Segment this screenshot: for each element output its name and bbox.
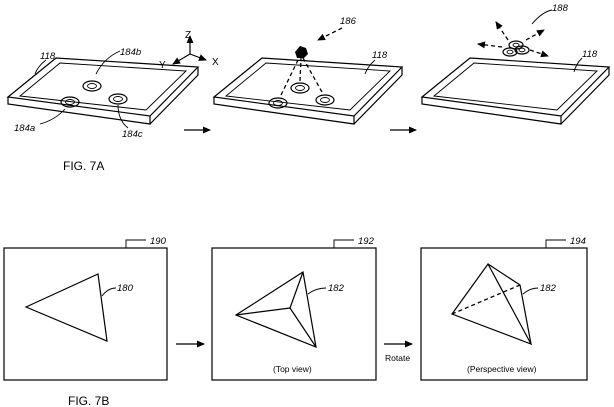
- ref-186: 186: [340, 16, 357, 27]
- scatter-arrow-left: [478, 44, 502, 47]
- scatter-arrow-upleft: [496, 22, 508, 40]
- ref-192: 192: [358, 236, 375, 247]
- panel-190: [4, 248, 167, 380]
- leader-118-b: [365, 60, 375, 74]
- fig-7a-caption: FIG. 7A: [63, 159, 104, 173]
- axis-x-label: X: [212, 57, 219, 68]
- tablet-3: [422, 58, 609, 124]
- ref-118-a: 118: [40, 51, 56, 62]
- leader-184c: [118, 105, 128, 128]
- ref-194: 194: [570, 236, 586, 247]
- leader-194: [546, 240, 566, 248]
- marker-lifted-3: [316, 95, 334, 105]
- ref-182-a: 182: [328, 283, 345, 294]
- leader-184b: [96, 51, 120, 74]
- rotate-label: Rotate: [385, 353, 410, 363]
- ref-184a: 184a: [14, 123, 35, 134]
- ref-188: 188: [552, 3, 569, 14]
- ref-184c: 184c: [122, 129, 143, 140]
- fig-7b-caption: FIG. 7B: [68, 394, 109, 407]
- ref-180: 180: [117, 283, 134, 294]
- axis-y-label: Y: [159, 60, 166, 71]
- ref-190: 190: [150, 236, 167, 247]
- scatter-arrow-upright: [526, 30, 544, 40]
- tetrahedron-perspective-view: [452, 264, 531, 344]
- top-view-caption: (Top view): [273, 364, 312, 374]
- perspective-view-caption: (Perspective view): [467, 364, 537, 374]
- lift-arrow-186: [318, 28, 342, 40]
- leader-190: [126, 240, 146, 248]
- ref-118-c: 118: [582, 49, 598, 60]
- lift-path-2: [300, 58, 301, 81]
- ref-182-b: 182: [540, 283, 557, 294]
- leader-192: [334, 240, 354, 248]
- tablet-1: [8, 58, 198, 124]
- panel-194: [421, 248, 587, 380]
- leader-188: [532, 10, 552, 24]
- leader-180: [102, 288, 116, 296]
- marker-184b: [83, 81, 101, 91]
- tetrahedron-top-view: [236, 272, 316, 347]
- ref-184b: 184b: [120, 47, 141, 58]
- marker-184c: [109, 94, 127, 104]
- scatter-arrow-right: [530, 50, 548, 56]
- leader-182-a: [308, 288, 326, 294]
- ref-118-b: 118: [372, 50, 388, 61]
- lift-path-3: [303, 58, 322, 92]
- triangle-180: [26, 274, 107, 341]
- marker-lifted-2: [291, 83, 309, 93]
- lifted-markers-icon: [295, 46, 308, 58]
- marker-cluster: [503, 41, 529, 56]
- axis-z-label: Z: [185, 30, 191, 41]
- leader-182-b: [523, 288, 538, 294]
